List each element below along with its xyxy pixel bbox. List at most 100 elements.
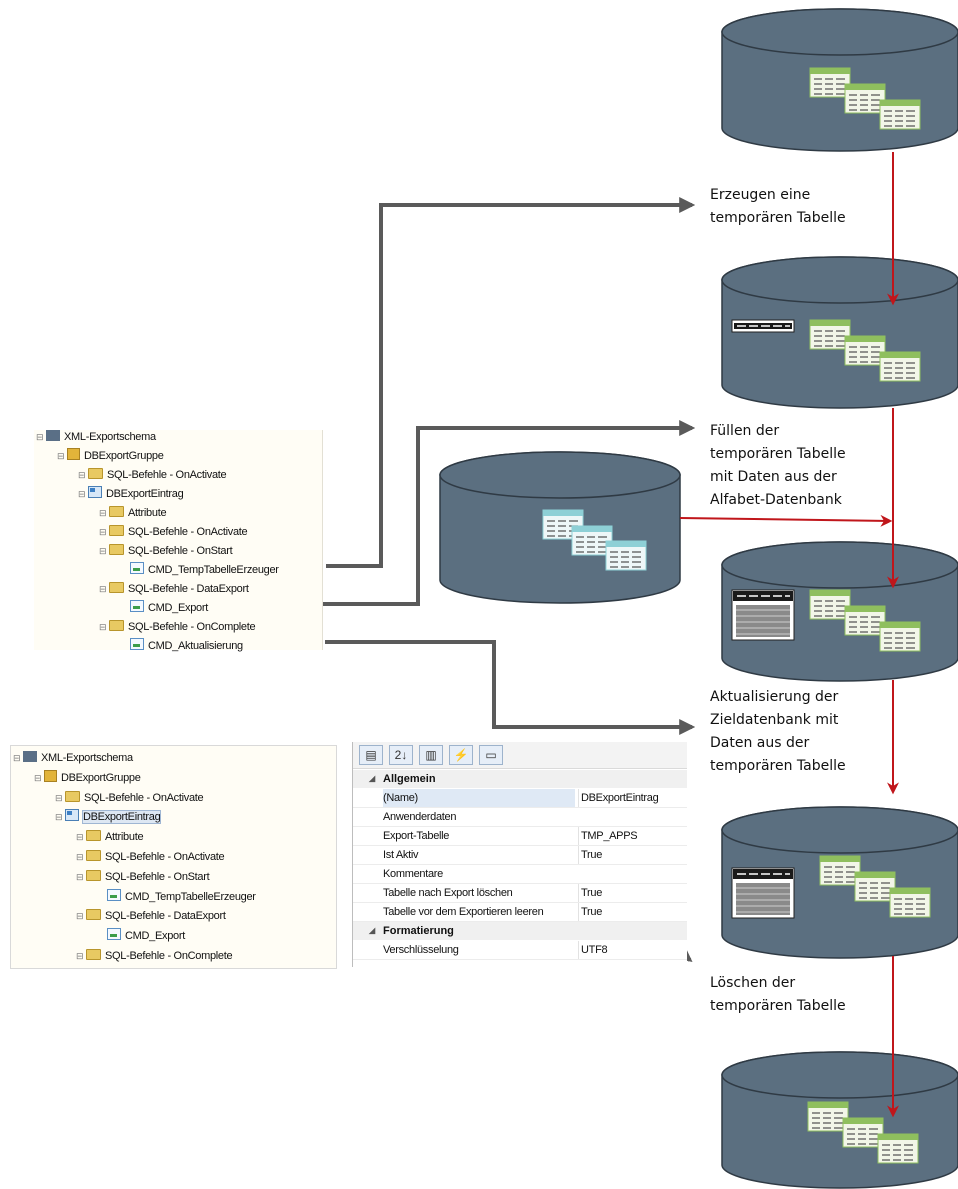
tree-node-label: SQL-Befehle - OnActivate [84, 791, 204, 804]
tree-node-label: SQL-Befehle - OnStart [128, 545, 233, 557]
property-row-anwenderdaten[interactable]: Anwenderdaten [353, 808, 687, 827]
tree-node-dbexportgruppe[interactable]: ⊟ DBExportGruppe [34, 769, 141, 786]
expander-icon[interactable]: ⊟ [76, 871, 84, 882]
property-category-formatierung[interactable]: ◢ Formatierung [353, 922, 687, 940]
expander-icon[interactable]: ⊟ [76, 832, 84, 843]
tree-node-xml-exportschema[interactable]: ⊟XML-Exportschema [13, 750, 133, 766]
property-row-name[interactable]: (Name)DBExportEintrag [353, 789, 687, 808]
expander-icon[interactable]: ⊟ [99, 584, 107, 594]
step-label-delete-temp-table: Löschen der temporären Tabelle [710, 975, 846, 1014]
tree-node-dbexportgruppe[interactable]: ⊟ DBExportGruppe [57, 448, 164, 464]
step-label-fill-temp-table: Füllen der temporären Tabelle mit Daten … [710, 423, 846, 508]
folder-icon [86, 869, 101, 881]
tree-node-sql-befehle-dataexport[interactable]: ⊟SQL-Befehle - DataExport [76, 908, 226, 924]
expander-icon[interactable]: ⊟ [99, 527, 107, 537]
folder-icon [86, 830, 101, 842]
expander-icon[interactable]: ⊟ [99, 546, 107, 556]
expander-icon[interactable]: ⊟ [76, 911, 84, 922]
property-row-ist-aktiv[interactable]: Ist Aktiv True [353, 846, 687, 865]
tree-node-attribute[interactable]: ⊟Attribute [99, 505, 167, 521]
tree-node-cmd-temptabelleerzeuger[interactable]: CMD_TempTabelleErzeuger [97, 888, 256, 905]
tree-node-label: DBExportGruppe [84, 450, 164, 462]
tree-node-label: XML-Exportschema [64, 431, 156, 443]
tree-node-sql-befehle-onactivate[interactable]: ⊟SQL-Befehle - OnActivate [76, 849, 225, 865]
folder-icon [88, 468, 103, 479]
tree-node-sql-befehle-onstart[interactable]: ⊟ SQL-Befehle - OnStart [99, 543, 233, 559]
tree-node-label: SQL-Befehle - OnActivate [107, 469, 227, 481]
expander-icon[interactable]: ⊟ [55, 812, 63, 823]
entry-icon [88, 486, 102, 498]
property-row-tabelle-nach-export-l-schen[interactable]: Tabelle nach Export löschen True [353, 884, 687, 903]
events-icon[interactable]: ⚡ [449, 745, 473, 765]
tree-node-cmd-temptabelleerzeuger[interactable]: CMD_TempTabelleErzeuger [120, 562, 279, 578]
entry-icon [65, 809, 79, 822]
property-name: (Name) [383, 789, 575, 807]
expander-icon[interactable]: ⊟ [76, 852, 84, 862]
folder-icon [109, 506, 124, 517]
expander-icon[interactable]: ⊟ [13, 753, 21, 763]
property-category-label: Formatierung [383, 925, 454, 937]
export-schema-tree-bottom: ⊟XML-Exportschema⊟DBExportGruppe⊟SQL-Bef… [10, 745, 337, 969]
tree-node-label: SQL-Befehle - OnComplete [105, 950, 233, 962]
folder-icon [86, 909, 101, 921]
expander-icon[interactable]: ⊟ [36, 432, 44, 442]
expander-icon[interactable]: ⊟ [55, 792, 63, 803]
tree-node-dbexporteintrag[interactable]: ⊟ DBExportEintrag [78, 486, 184, 502]
property-row-kommentare[interactable]: Kommentare [353, 865, 687, 884]
tree-node-xml-exportschema[interactable]: ⊟ XML-Exportschema [36, 429, 156, 445]
expander-icon[interactable]: ⊟ [99, 508, 107, 518]
sort-alphabetical-icon[interactable]: 2↓ [389, 745, 413, 765]
expander-icon[interactable]: ⊟ [34, 772, 42, 783]
tree-node-label: CMD_TempTabelleErzeuger [125, 890, 256, 903]
tree-node-sql-befehle-onactivate[interactable]: ⊟ SQL-Befehle - OnActivate [55, 790, 204, 806]
property-pages-icon[interactable]: ▭ [479, 745, 503, 765]
tree-node-label: SQL-Befehle - OnActivate [128, 526, 248, 538]
tree-node-cmd-export[interactable]: CMD_Export [120, 600, 208, 616]
property-category-label: Allgemein [383, 773, 436, 785]
property-value[interactable]: UTF8 [578, 941, 687, 959]
tree-node-cmd-export[interactable]: CMD_Export [97, 928, 185, 944]
tree-node-sql-befehle-onactivate[interactable]: ⊟ SQL-Befehle - OnActivate [99, 524, 248, 540]
tree-node-label: CMD_Export [148, 602, 208, 614]
expander-icon[interactable]: ⊟ [57, 451, 65, 461]
property-value[interactable]: True [578, 884, 687, 902]
property-value[interactable]: DBExportEintrag [578, 789, 687, 807]
tree-node-sql-befehle-onstart[interactable]: ⊟ SQL-Befehle - OnStart [76, 869, 210, 885]
tree-node-label: DBExportGruppe [61, 771, 141, 784]
tree-node-cmd-aktualisierung[interactable]: CMD_Aktualisierung [120, 638, 243, 654]
tree-node-sql-befehle-oncomplete[interactable]: ⊟SQL-Befehle - OnComplete [99, 619, 256, 635]
folder-icon [109, 620, 124, 631]
property-name: Tabelle nach Export löschen [383, 887, 513, 899]
tree-node-label: SQL-Befehle - OnStart [105, 870, 210, 883]
property-category-allgemein[interactable]: ◢ Allgemein [353, 770, 687, 788]
property-value[interactable]: True [578, 903, 687, 921]
property-value[interactable]: TMP_APPS [578, 827, 687, 845]
tree-node-dbexporteintrag[interactable]: ⊟DBExportEintrag [55, 809, 162, 825]
expander-icon[interactable]: ⊟ [78, 489, 86, 499]
expander-icon[interactable]: ⊟ [99, 622, 107, 632]
tree-node-label: CMD_Aktualisierung [148, 640, 243, 652]
command-icon [107, 928, 121, 941]
property-name: Ist Aktiv [383, 849, 419, 861]
collapse-icon[interactable]: ◢ [369, 774, 376, 783]
folder-icon [109, 544, 124, 555]
tree-node-attribute[interactable]: ⊟Attribute [76, 829, 144, 845]
tree-node-sql-befehle-onactivate[interactable]: ⊟ SQL-Befehle - OnActivate [78, 467, 227, 483]
expander-icon[interactable]: ⊟ [76, 951, 84, 961]
property-name: Anwenderdaten [383, 811, 457, 823]
property-value[interactable]: True [578, 846, 687, 864]
tree-node-label: DBExportEintrag [106, 488, 184, 500]
tree-node-sql-befehle-oncomplete[interactable]: ⊟ SQL-Befehle - OnComplete [76, 948, 233, 964]
flow-arrows [679, 152, 899, 1118]
properties-icon[interactable]: ▥ [419, 745, 443, 765]
expander-icon[interactable]: ⊟ [78, 470, 86, 480]
target-database-with-temp-table [721, 256, 958, 409]
tree-node-sql-befehle-dataexport[interactable]: ⊟SQL-Befehle - DataExport [99, 581, 249, 597]
categorized-icon[interactable]: ▤ [359, 745, 383, 765]
collapse-icon[interactable]: ◢ [369, 926, 376, 935]
